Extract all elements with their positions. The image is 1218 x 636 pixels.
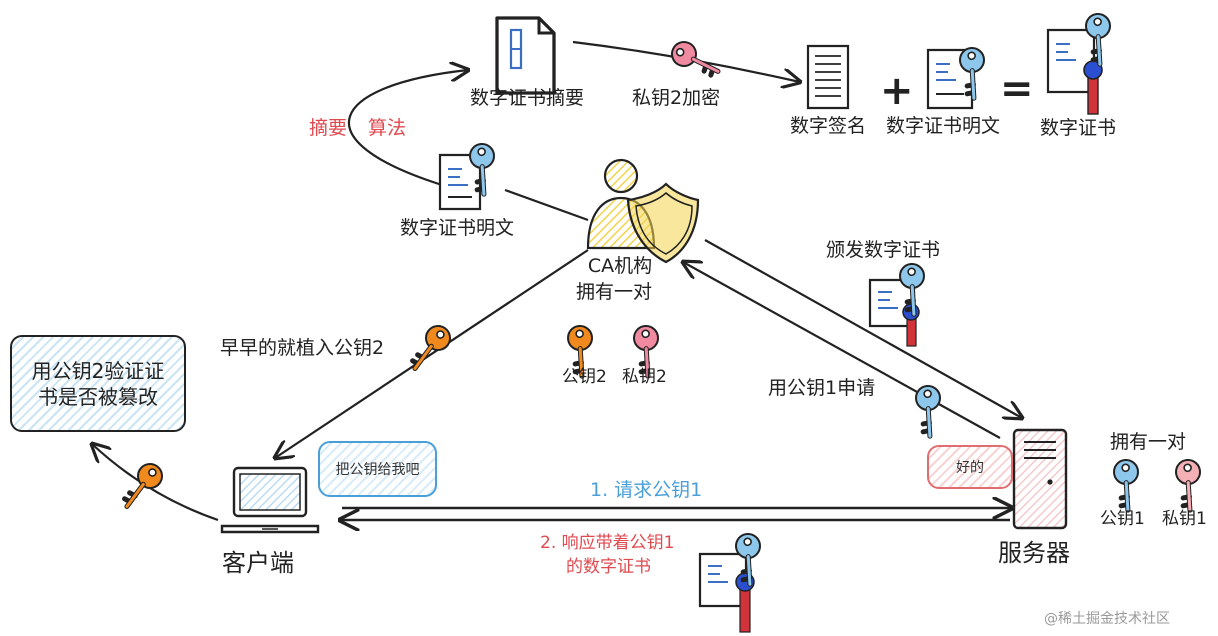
response-line2-label: 的数字证书 — [566, 557, 651, 577]
server-public-key-label: 公钥1 — [1100, 509, 1145, 529]
verify-line1: 用公钥2验证证 — [31, 358, 165, 383]
server-tower-icon — [1012, 428, 1068, 530]
public-key1-icon — [1098, 455, 1153, 511]
private-key2-icon — [669, 34, 719, 86]
public-key2-icon — [119, 462, 166, 507]
server-private-key-label: 私钥1 — [1162, 509, 1207, 529]
client-speech-bubble: 把公钥给我吧 — [318, 441, 437, 497]
digest-algo-label-part2: 算法 — [368, 117, 407, 139]
server-label: 服务器 — [998, 539, 1070, 567]
digest-label: 数字证书摘要 — [470, 87, 585, 109]
digital-certificate-icon — [1046, 28, 1103, 115]
laptop-icon — [220, 466, 320, 534]
response-line1-label: 2. 响应带着公钥1 — [540, 533, 675, 553]
ca-owns-label: 拥有一对 — [575, 281, 652, 303]
ca-name-label: CA机构 — [587, 255, 653, 277]
ca-public-key-label: 公钥2 — [562, 367, 607, 387]
public-key2-icon — [407, 324, 454, 369]
digital-signature-label: 数字签名 — [790, 115, 867, 137]
ca-person-shield-icon — [586, 158, 700, 264]
arrow-ca-issue-cert — [704, 239, 1022, 418]
cert-plaintext-document-icon — [438, 153, 482, 211]
arrow-digest-algorithm — [348, 70, 468, 187]
server-owns-label: 拥有一对 — [1110, 431, 1187, 453]
plus-sign: + — [880, 68, 914, 114]
issue-cert-label: 颁发数字证书 — [826, 239, 941, 261]
request-label: 1. 请求公钥1 — [590, 479, 703, 501]
client-label: 客户端 — [222, 549, 294, 577]
response-certificate-icon — [698, 552, 755, 633]
watermark: @稀土掘金技术社区 — [1044, 611, 1170, 627]
private-key1-icon — [1160, 455, 1215, 511]
digest-document-icon — [495, 16, 556, 95]
verify-line2: 书是否被篡改 — [37, 384, 158, 409]
preinstalled-label: 早早的就植入公钥2 — [220, 337, 385, 359]
ca-private-key-label: 私钥2 — [622, 367, 667, 387]
arrow-ca-to-client — [275, 249, 589, 458]
cert-plaintext-left-label: 数字证书明文 — [400, 217, 515, 239]
signature-document-icon — [806, 44, 850, 110]
verify-note-box: 用公钥2验证证 书是否被篡改 — [10, 335, 186, 432]
line-ca-to-plaintext — [504, 188, 589, 222]
arrow-server-apply — [683, 262, 1001, 439]
private-key2-encrypt-label: 私钥2加密 — [632, 87, 721, 109]
equals-sign: = — [1000, 66, 1034, 112]
digital-cert-label: 数字证书 — [1040, 117, 1117, 139]
apply-with-pub1-label: 用公钥1申请 — [768, 377, 876, 399]
cert-plaintext-top-label: 数字证书明文 — [886, 115, 1001, 137]
server-speech-bubble: 好的 — [927, 445, 1013, 489]
digest-algo-label-part1: 摘要 — [309, 117, 348, 139]
